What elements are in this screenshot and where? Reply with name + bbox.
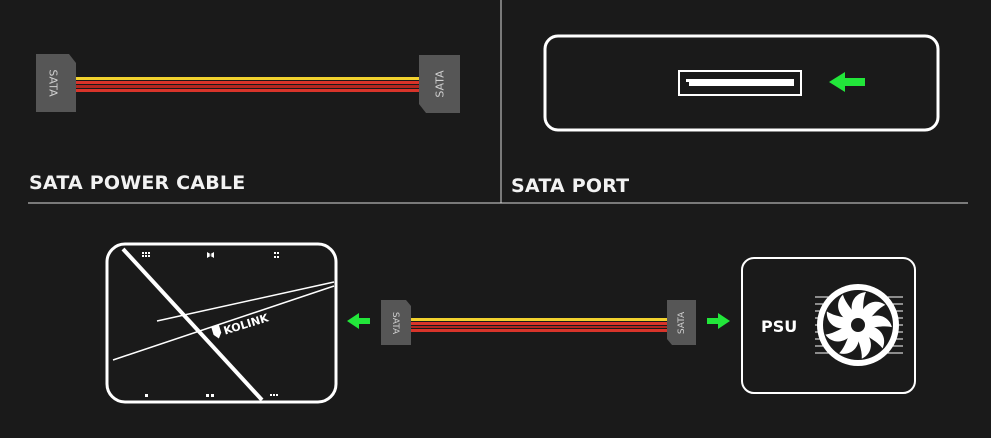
bottom-left-connector: SATA <box>381 300 411 345</box>
bottom-left-connector-label: SATA <box>390 312 400 335</box>
psu-label: PSU <box>761 317 797 336</box>
sata-power-cable-title: SATA POWER CABLE <box>29 172 246 194</box>
cable-right-connector-label: SATA <box>434 70 447 98</box>
cable-wires <box>70 77 424 92</box>
bottom-cable-wires <box>410 318 668 332</box>
cable-left-connector: SATA <box>36 54 76 112</box>
psu-fan-icon <box>817 284 899 366</box>
sata-power-cable: SATA SATA <box>36 54 460 113</box>
bottom-sata-cable: SATA SATA <box>381 300 696 345</box>
psu-unit: PSU <box>741 257 916 394</box>
sata-port-title: SATA PORT <box>511 175 630 197</box>
sata-port-panel <box>543 34 940 132</box>
bottom-right-connector-label: SATA <box>677 311 687 334</box>
hub-pin-marks-top <box>142 252 279 258</box>
drive-outline <box>543 34 940 132</box>
port-slot-key <box>686 79 794 86</box>
port-arrow-icon <box>829 72 865 92</box>
port-slot-outline <box>678 70 802 96</box>
hub-arrow-icon <box>347 313 370 329</box>
fan-controller-hub: KOLINK <box>105 242 338 404</box>
hub-pin-marks-bottom <box>145 394 278 397</box>
psu-arrow-icon <box>707 313 730 329</box>
cable-right-connector: SATA <box>419 55 460 113</box>
bottom-right-connector: SATA <box>667 300 696 345</box>
cable-left-connector-label: SATA <box>47 69 60 97</box>
kolink-logo-mark <box>211 324 222 339</box>
